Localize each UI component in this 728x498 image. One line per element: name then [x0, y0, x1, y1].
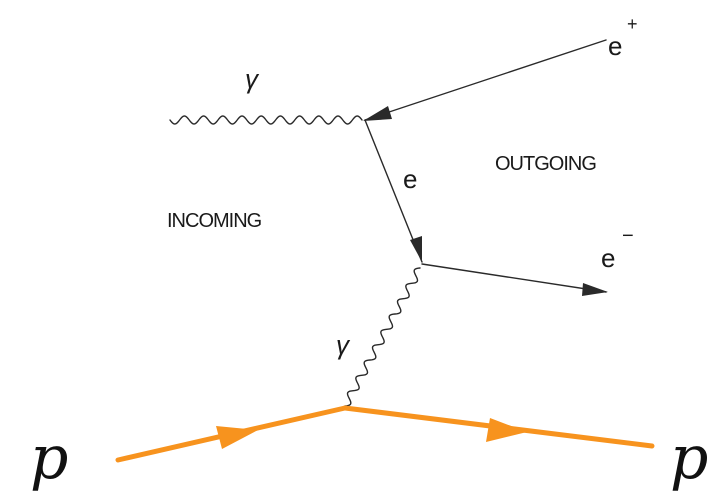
electron-internal-line	[364, 119, 423, 263]
incoming-label: INCOMING	[167, 210, 262, 232]
photon-bottom-line	[344, 267, 421, 407]
positron-line	[364, 39, 607, 121]
photon-top-label: γ	[245, 64, 260, 94]
photon-bottom-label: γ	[336, 330, 351, 360]
positron-label: e	[608, 31, 622, 61]
proton-out-arrowhead	[486, 418, 527, 442]
proton-in-arrowhead	[216, 426, 258, 449]
electron-out-line	[421, 263, 607, 293]
positron-charge-label: +	[627, 14, 638, 34]
outgoing-label: OUTGOING	[495, 153, 596, 175]
electron-out-charge-label: −	[622, 225, 634, 247]
proton-in-label: p	[30, 423, 68, 493]
electron-out-arrowhead	[582, 283, 608, 296]
electron-out-label: e	[601, 243, 615, 273]
electron-internal-arrowhead	[410, 236, 422, 262]
positron-arrowhead	[363, 106, 392, 121]
electron-internal-label: e	[403, 164, 417, 194]
proton-out-label: p	[670, 423, 708, 493]
photon-top-line	[169, 115, 363, 125]
